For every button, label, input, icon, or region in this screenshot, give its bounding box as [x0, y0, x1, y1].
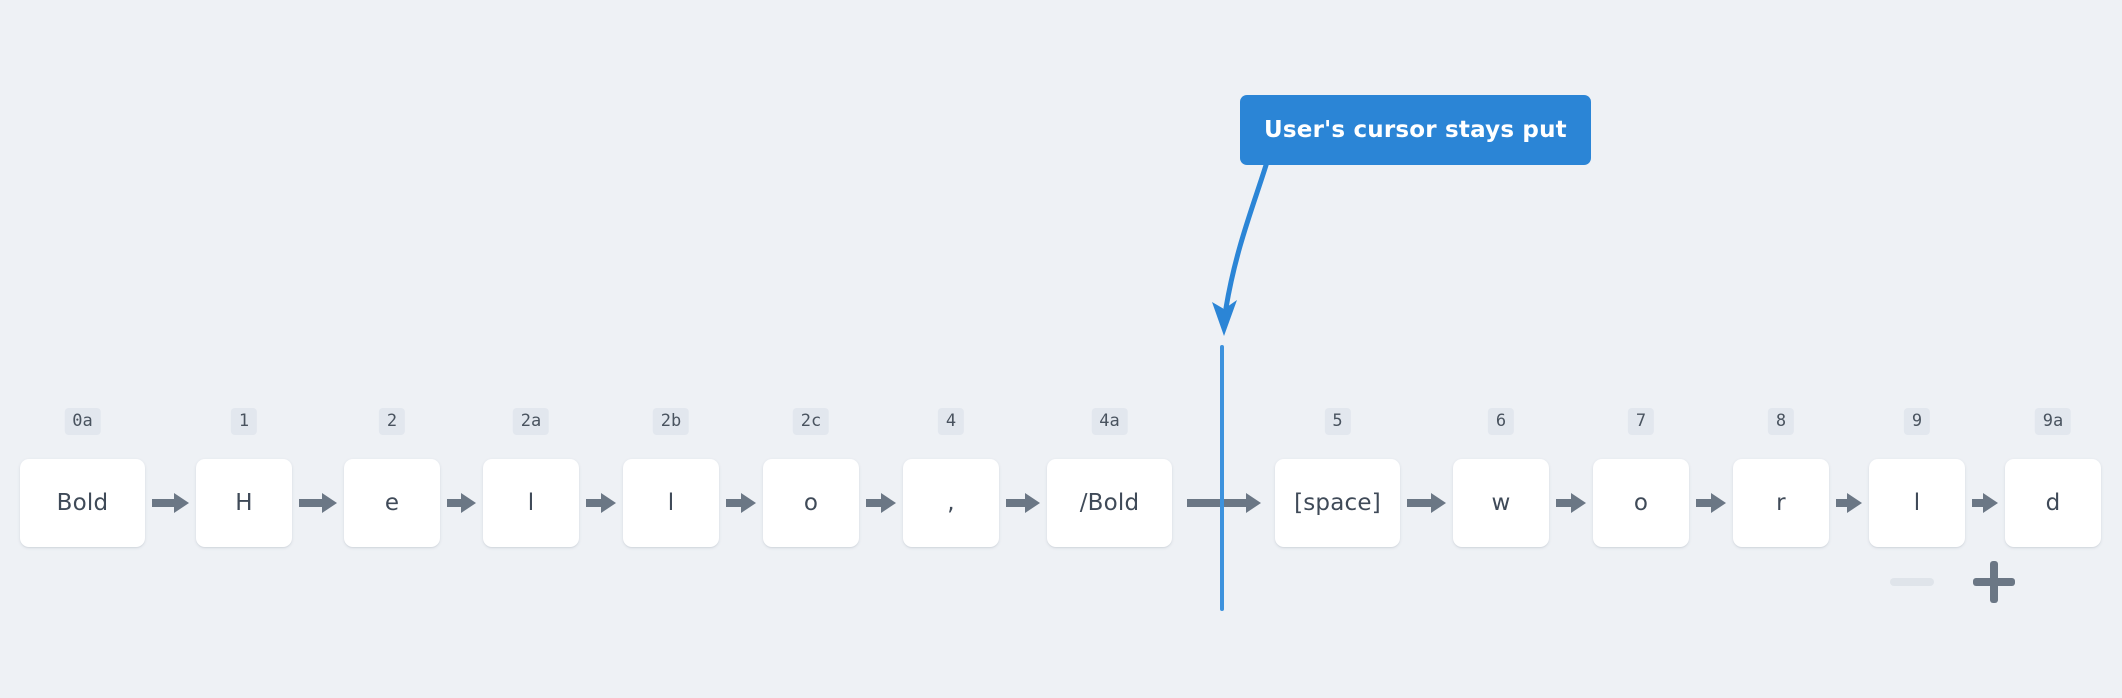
arrow-right-icon [1556, 492, 1586, 514]
token-index-badge: 6 [1487, 408, 1515, 435]
token-card-label: r [1776, 489, 1786, 516]
callout-tooltip-label: User's cursor stays put [1264, 116, 1567, 143]
token-card-label: H [235, 489, 253, 516]
token-index-badge-label: 4 [945, 411, 957, 431]
token-card[interactable]: l [1869, 459, 1965, 547]
token-card[interactable]: w [1453, 459, 1549, 547]
token-index-badge-label: 8 [1775, 411, 1787, 431]
token-index-badge: 8 [1767, 408, 1795, 435]
token-card[interactable]: o [763, 459, 859, 547]
token-index-badge-label: 9a [2042, 411, 2064, 431]
token-group: 9a d [2005, 408, 2101, 547]
token-index-badge-label: 9 [1911, 411, 1923, 431]
token-index-badge: 9a [2034, 408, 2072, 435]
token-index-badge: 4 [937, 408, 965, 435]
arrow-right-icon [447, 492, 476, 514]
arrow-right-icon [726, 492, 756, 514]
token-index-badge: 7 [1627, 408, 1655, 435]
token-card[interactable]: o [1593, 459, 1689, 547]
arrow-right-icon [1696, 492, 1726, 514]
token-index-badge-label: 2b [660, 411, 682, 431]
token-card[interactable]: e [344, 459, 440, 547]
token-group: 4, [903, 408, 999, 547]
arrow-right-icon [1006, 492, 1040, 514]
token-index-badge: 0a [64, 408, 101, 435]
arrow-right-icon [1186, 492, 1261, 514]
token-card[interactable]: /Bold [1047, 459, 1172, 547]
token-index-badge: 4a [1091, 408, 1128, 435]
token-group: 2a l [483, 408, 579, 547]
token-index-badge: 9 [1903, 408, 1931, 435]
arrow-right-icon [299, 492, 337, 514]
token-index-badge-label: 0a [72, 411, 93, 431]
token-card-label: w [1491, 489, 1511, 516]
token-card-label: o [803, 489, 819, 516]
plus-icon [1973, 561, 2015, 603]
token-index-badge-label: 2a [520, 411, 542, 431]
cursor-caret-line [1220, 345, 1224, 611]
token-card[interactable]: d [2005, 459, 2101, 547]
token-index-badge: 2b [652, 408, 690, 435]
token-group: 5 [space] [1275, 408, 1400, 547]
minus-icon [1890, 578, 1934, 586]
arrow-right-icon [1407, 492, 1446, 514]
token-card-label: Bold [56, 489, 109, 516]
arrow-right-icon [1972, 492, 1998, 514]
zoom-out-button[interactable] [1884, 562, 1940, 602]
token-card[interactable]: l [483, 459, 579, 547]
token-index-badge: 1 [230, 408, 258, 435]
token-card[interactable]: [space] [1275, 459, 1400, 547]
token-index-badge: 5 [1324, 408, 1351, 435]
token-index-badge-label: 2 [386, 411, 398, 431]
token-card-label: l [1913, 489, 1921, 516]
token-index-badge-label: 4a [1099, 411, 1120, 431]
token-card-label: d [2045, 489, 2061, 516]
token-card-label: o [1633, 489, 1649, 516]
token-card[interactable]: , [903, 459, 999, 547]
token-card-label: /Bold [1079, 489, 1140, 516]
zoom-in-button[interactable] [1964, 552, 2024, 612]
token-index-badge: 2 [378, 408, 406, 435]
token-card-label: [space] [1294, 489, 1381, 516]
token-group: 2c o [763, 408, 859, 547]
token-group: 4a/Bold [1047, 408, 1172, 547]
token-index-badge-label: 1 [238, 411, 250, 431]
token-card-label: l [667, 489, 675, 516]
arrow-right-icon [586, 492, 616, 514]
token-card-label: l [527, 489, 535, 516]
token-index-badge-label: 2c [800, 411, 822, 431]
arrow-right-icon [1836, 492, 1862, 514]
callout-tooltip: User's cursor stays put [1240, 95, 1591, 165]
token-index-badge-label: 5 [1332, 411, 1343, 431]
token-card[interactable]: l [623, 459, 719, 547]
token-group: 2b l [623, 408, 719, 547]
token-index-badge-label: 7 [1635, 411, 1647, 431]
token-card[interactable]: r [1733, 459, 1829, 547]
token-index-badge: 2a [512, 408, 550, 435]
token-card[interactable]: H [196, 459, 292, 547]
token-card[interactable]: Bold [20, 459, 145, 547]
token-index-badge: 2c [792, 408, 830, 435]
token-card-label: e [384, 489, 400, 516]
token-card-label: , [947, 489, 955, 516]
arrow-right-icon [866, 492, 896, 514]
token-index-badge-label: 6 [1495, 411, 1507, 431]
arrow-right-icon [152, 492, 189, 514]
